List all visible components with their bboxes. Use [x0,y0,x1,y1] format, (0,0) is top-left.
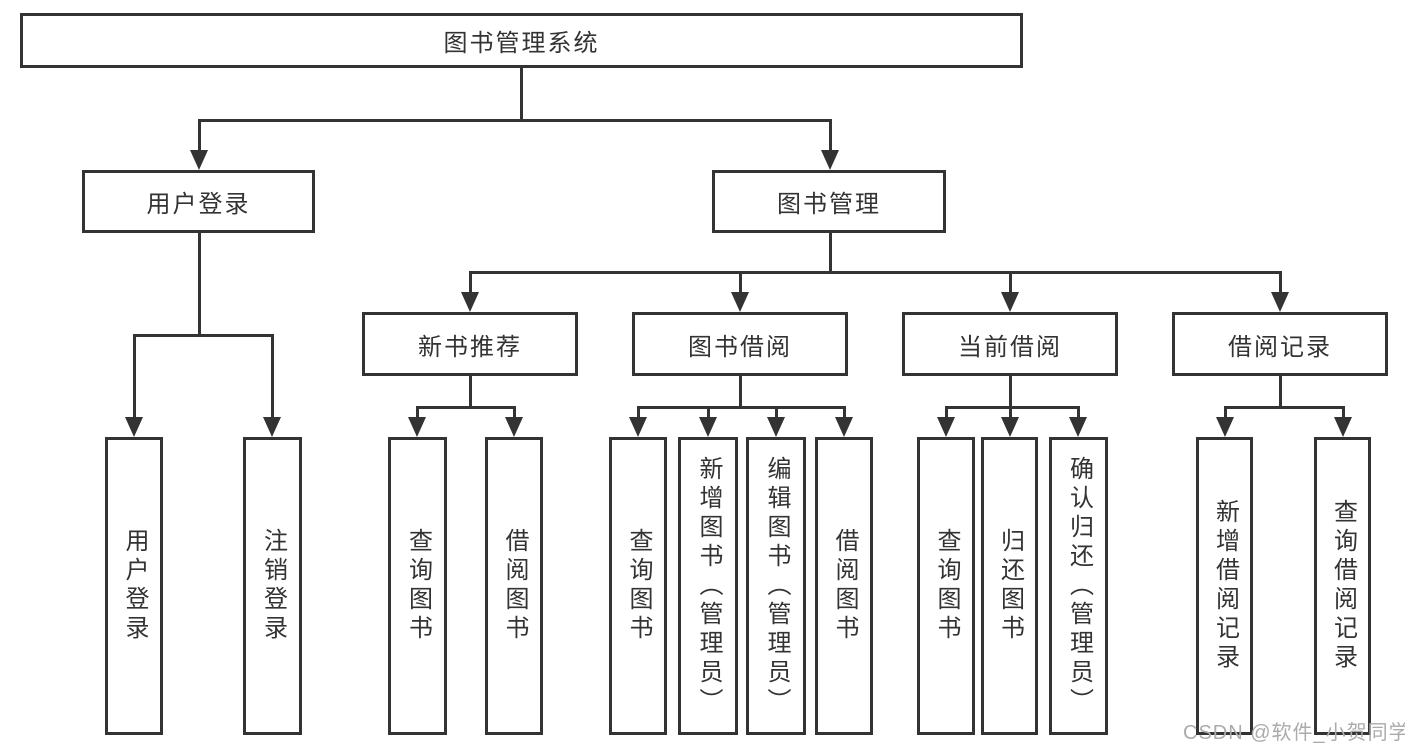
leaf-edit-book-admin: 编辑图书（管理员） [746,437,806,735]
connector-vline [513,406,516,419]
arrowhead-icon [190,150,208,170]
connector-vline [1224,406,1227,419]
leaf-return-book-label: 归还图书 [996,528,1024,644]
arrowhead-icon [699,417,717,437]
connector-vline [198,233,201,337]
node-user-login: 用户登录 [82,170,315,233]
node-root: 图书管理系统 [20,13,1023,68]
leaf-user-login-label: 用户登录 [121,528,148,644]
connector-vline [520,67,523,122]
node-current-borrow: 当前借阅 [902,312,1118,376]
arrowhead-icon [731,292,749,312]
arrowhead-icon [1271,292,1289,312]
watermark: CSDN @软件_小贺同学 [1183,722,1405,744]
leaf-query-books-current: 查询图书 [917,437,975,735]
node-book-borrow-label: 图书借阅 [688,333,792,361]
connector-hline [945,406,1079,409]
connector-vline [416,406,419,419]
connector-vline [198,119,201,152]
node-root-label: 图书管理系统 [443,30,600,57]
connector-vline [1009,271,1012,294]
leaf-add-book-admin-label: 新增图书（管理员） [695,455,722,717]
arrowhead-icon [263,417,281,437]
leaf-query-books-recommend: 查询图书 [388,437,447,735]
connector-vline [1342,406,1345,419]
arrowhead-icon [1001,417,1019,437]
leaf-borrow-books-borrow: 借阅图书 [815,437,873,735]
leaf-borrow-books-recommend-label: 借阅图书 [501,528,528,644]
arrowhead-icon [461,292,479,312]
connector-hline [133,334,273,337]
node-user-login-label: 用户登录 [146,191,251,218]
leaf-borrow-books-borrow-label: 借阅图书 [831,528,858,644]
leaf-return-book: 归还图书 [981,437,1038,735]
connector-vline [739,375,742,409]
leaf-add-book-admin: 新增图书（管理员） [678,437,738,735]
arrowhead-icon [629,417,647,437]
arrowhead-icon [835,417,853,437]
connector-vline [775,406,778,419]
connector-vline [1009,406,1012,419]
connector-vline [1009,375,1012,409]
connector-vline [843,406,846,419]
connector-hline [637,406,845,409]
connector-vline [739,271,742,294]
leaf-query-borrow-record: 查询借阅记录 [1314,437,1371,735]
leaf-query-books-borrow-label: 查询图书 [625,528,652,644]
leaf-query-books-current-label: 查询图书 [933,528,960,644]
leaf-user-login: 用户登录 [105,437,163,735]
arrowhead-icon [1216,417,1234,437]
connector-vline [1279,375,1282,409]
connector-hline [198,119,831,122]
leaf-confirm-return-admin: 确认归还（管理员） [1049,437,1108,735]
connector-vline [1077,406,1080,419]
leaf-borrow-books-recommend: 借阅图书 [485,437,543,735]
leaf-add-borrow-record-label: 新增借阅记录 [1211,499,1239,673]
leaf-query-borrow-record-label: 查询借阅记录 [1329,499,1357,673]
arrowhead-icon [767,417,785,437]
node-borrow-records-label: 借阅记录 [1228,333,1332,361]
connector-hline [416,406,515,409]
arrowhead-icon [937,417,955,437]
connector-hline [1224,406,1344,409]
connector-vline [469,375,472,409]
arrowhead-icon [125,417,143,437]
leaf-query-books-recommend-label: 查询图书 [404,528,432,644]
node-book-borrow: 图书借阅 [632,312,848,376]
arrowhead-icon [1069,417,1087,437]
connector-vline [945,406,948,419]
leaf-edit-book-admin-label: 编辑图书（管理员） [763,455,790,717]
arrowhead-icon [408,417,426,437]
leaf-query-books-borrow: 查询图书 [609,437,667,735]
arrowhead-icon [1334,417,1352,437]
connector-vline [829,233,832,274]
connector-vline [637,406,640,419]
arrowhead-icon [505,417,523,437]
leaf-confirm-return-admin-label: 确认归还（管理员） [1065,455,1093,717]
leaf-logout: 注销登录 [243,437,302,735]
node-current-borrow-label: 当前借阅 [958,333,1062,361]
node-new-book-recommend-label: 新书推荐 [418,333,522,361]
node-book-management: 图书管理 [712,170,946,233]
leaf-add-borrow-record: 新增借阅记录 [1196,437,1253,735]
connector-vline [271,334,274,419]
connector-vline [133,334,136,419]
connector-vline [707,406,710,419]
leaf-logout-label: 注销登录 [259,528,287,644]
arrowhead-icon [1001,292,1019,312]
node-borrow-records: 借阅记录 [1172,312,1388,376]
connector-vline [829,119,832,152]
node-new-book-recommend: 新书推荐 [362,312,578,376]
connector-hline [469,271,1281,274]
arrowhead-icon [821,150,839,170]
node-book-management-label: 图书管理 [777,191,881,218]
connector-vline [469,271,472,294]
connector-vline [1279,271,1282,294]
